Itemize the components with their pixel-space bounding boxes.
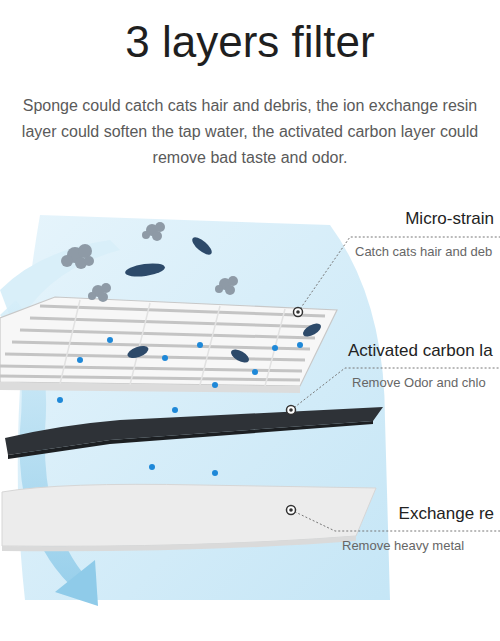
resin-layer [2, 484, 376, 551]
bacteria [124, 234, 323, 365]
water-band [0, 215, 390, 600]
layer-note: Remove Odor and chlo [352, 375, 486, 391]
layer-note: Remove heavy metal [342, 538, 464, 554]
debris-particles [61, 222, 238, 302]
leader-dots [287, 308, 303, 515]
layer-heading: Activated carbon la [348, 340, 493, 361]
leader-lines [291, 237, 500, 531]
layer-heading: Exchange re [399, 503, 494, 524]
water-dots [57, 337, 303, 476]
layer-note: Catch cats hair and deb [355, 244, 492, 260]
carbon-layer [5, 407, 383, 459]
title: 3 layers filter [0, 14, 500, 70]
sponge-layer [0, 297, 337, 393]
description: Sponge could catch cats hair and debris,… [15, 93, 485, 171]
layer-heading: Micro-strain [405, 208, 494, 229]
